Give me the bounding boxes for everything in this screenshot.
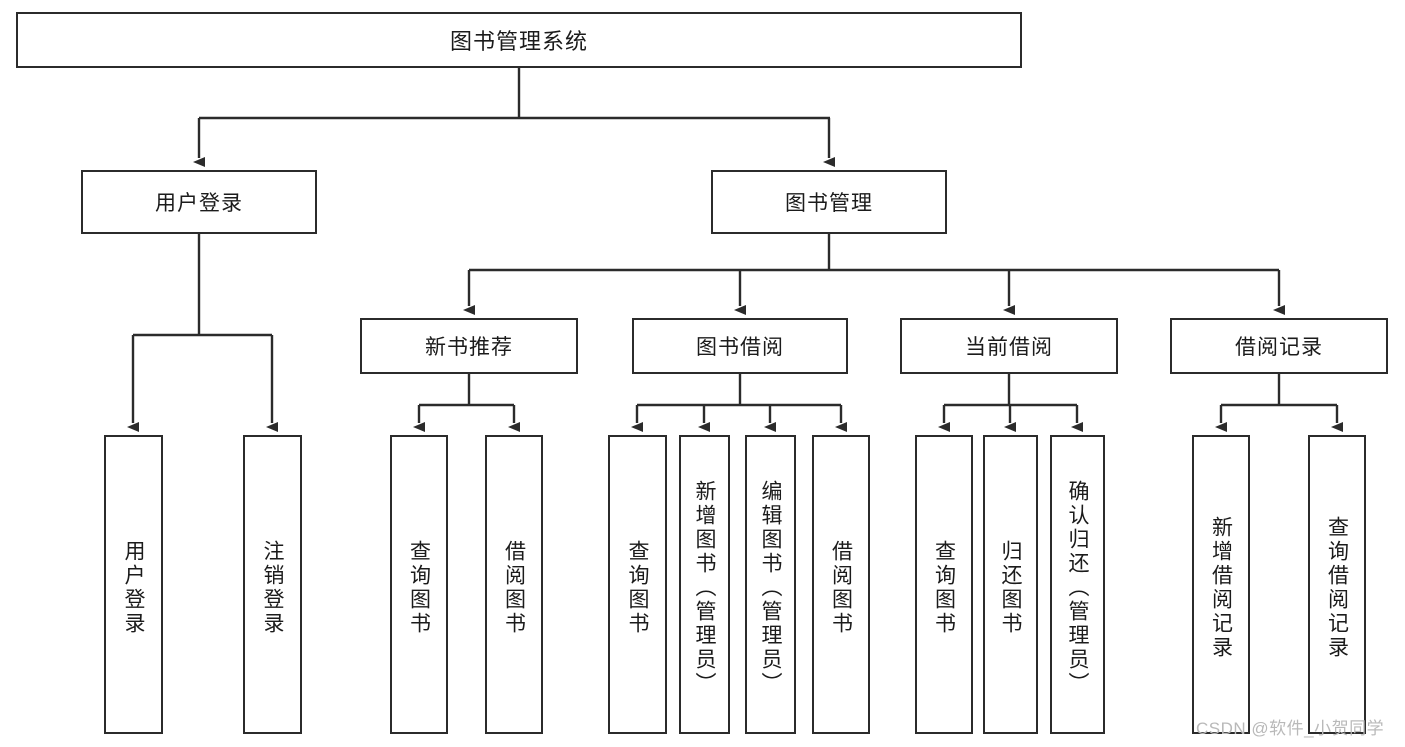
node-new-book-recommend[interactable]: 新书推荐 xyxy=(360,318,578,374)
leaf-confirm-return-admin[interactable]: 确认归还（管理员） xyxy=(1050,435,1105,734)
node-label: 借阅记录 xyxy=(1235,336,1323,359)
node-label: 借阅图书 xyxy=(829,539,853,636)
leaf-borrow-book-recommend[interactable]: 借阅图书 xyxy=(485,435,543,734)
leaf-query-book-borrow[interactable]: 查询图书 xyxy=(608,435,667,734)
node-borrow-record[interactable]: 借阅记录 xyxy=(1170,318,1388,374)
leaf-logout-login[interactable]: 注销登录 xyxy=(243,435,302,734)
node-label: 归还图书 xyxy=(999,539,1022,636)
node-label: 注销登录 xyxy=(261,539,284,636)
node-label: 借阅图书 xyxy=(502,539,526,636)
node-label: 新增借阅记录 xyxy=(1209,515,1233,660)
leaf-add-borrow-record[interactable]: 新增借阅记录 xyxy=(1192,435,1250,734)
leaf-add-book-admin[interactable]: 新增图书（管理员） xyxy=(679,435,730,734)
node-label: 用户登录 xyxy=(155,192,243,215)
leaf-query-borrow-record[interactable]: 查询借阅记录 xyxy=(1308,435,1366,734)
node-current-borrow[interactable]: 当前借阅 xyxy=(900,318,1118,374)
node-label: 当前借阅 xyxy=(965,336,1053,359)
node-label: 用户登录 xyxy=(122,539,145,636)
node-root[interactable]: 图书管理系统 xyxy=(16,12,1022,68)
leaf-query-book-recommend[interactable]: 查询图书 xyxy=(390,435,448,734)
node-label: 查询图书 xyxy=(407,539,431,636)
node-label: 查询借阅记录 xyxy=(1325,515,1349,660)
leaf-return-book[interactable]: 归还图书 xyxy=(983,435,1038,734)
leaf-user-login[interactable]: 用户登录 xyxy=(104,435,163,734)
node-label: 查询图书 xyxy=(932,539,956,636)
node-book-borrow[interactable]: 图书借阅 xyxy=(632,318,848,374)
node-label: 图书借阅 xyxy=(696,336,784,359)
node-label: 图书管理系统 xyxy=(449,29,588,54)
node-label: 新书推荐 xyxy=(425,336,513,359)
leaf-edit-book-admin[interactable]: 编辑图书（管理员） xyxy=(745,435,796,734)
node-label: 图书管理 xyxy=(785,192,873,215)
node-book-management[interactable]: 图书管理 xyxy=(711,170,947,234)
watermark: CSDN @软件_小贺同学 xyxy=(1196,719,1385,738)
node-label: 确认归还（管理员） xyxy=(1066,479,1089,696)
node-user-login[interactable]: 用户登录 xyxy=(81,170,317,234)
node-label: 查询图书 xyxy=(626,539,649,636)
leaf-query-book-current[interactable]: 查询图书 xyxy=(915,435,973,734)
leaf-borrow-book[interactable]: 借阅图书 xyxy=(812,435,870,734)
node-label: 编辑图书（管理员） xyxy=(759,479,782,696)
node-label: 新增图书（管理员） xyxy=(693,479,716,696)
